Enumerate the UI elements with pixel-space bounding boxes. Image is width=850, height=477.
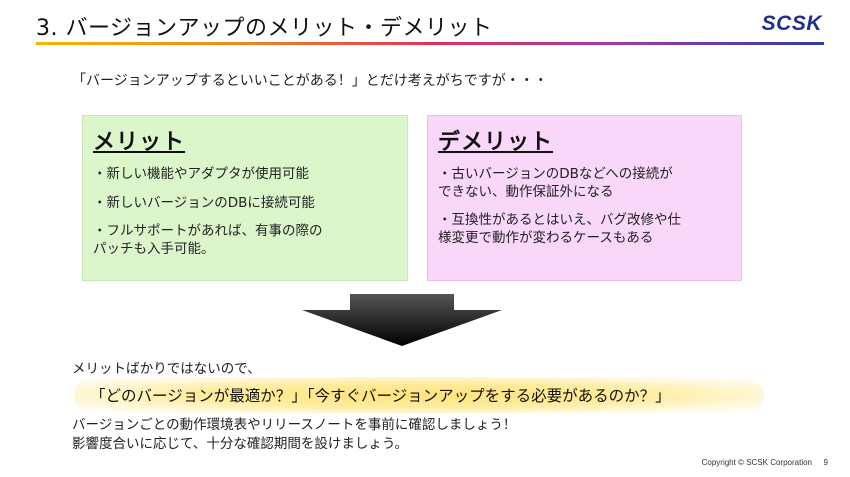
demerit-item: ・互換性があるとはいえ、バグ改修や仕 様変更で動作が変わるケースもある bbox=[438, 212, 681, 246]
conclusion-lead: メリットばかりではないので、 bbox=[72, 361, 261, 377]
page-number: 9 bbox=[823, 458, 828, 467]
scsk-logo: SCSK bbox=[761, 12, 822, 35]
down-arrow-icon bbox=[302, 294, 502, 346]
demerit-item: ・古いバージョンのDBなどへの接続が できない、動作保証外になる bbox=[438, 166, 673, 200]
merit-box: メリット ・新しい機能やアダプタが使用可能 ・新しいバージョンのDBに接続可能 … bbox=[82, 115, 408, 281]
merit-item: ・フルサポートがあれば、有事の際の パッチも入手可能。 bbox=[93, 223, 323, 257]
merit-item: ・新しい機能やアダプタが使用可能 bbox=[93, 166, 309, 182]
merit-heading: メリット bbox=[93, 130, 186, 155]
question-highlight bbox=[74, 377, 764, 413]
title-divider bbox=[36, 42, 824, 45]
advice-line: 影響度合いに応じて、十分な確認期間を設けましょう。 bbox=[72, 435, 409, 452]
demerit-heading: デメリット bbox=[438, 130, 554, 155]
advice-text: バージョンごとの動作環境表やリリースノートを事前に確認しましょう！ 影響度合いに… bbox=[72, 416, 516, 454]
merit-item: ・新しいバージョンのDBに接続可能 bbox=[93, 194, 315, 211]
copyright: Copyright © SCSK Corporation bbox=[701, 458, 812, 467]
key-question: 「どのバージョンが最適か？」「今すぐバージョンアップをする必要があるのか？」 bbox=[90, 387, 671, 405]
page-title: 3. バージョンアップのメリット・デメリット bbox=[36, 16, 493, 41]
advice-line: バージョンごとの動作環境表やリリースノートを事前に確認しましょう！ bbox=[72, 417, 517, 433]
intro-text: 「バージョンアップするといいことがある！」とだけ考えがちですが・・・ bbox=[72, 73, 548, 89]
demerit-box: デメリット ・古いバージョンのDBなどへの接続が できない、動作保証外になる ・… bbox=[427, 115, 742, 281]
